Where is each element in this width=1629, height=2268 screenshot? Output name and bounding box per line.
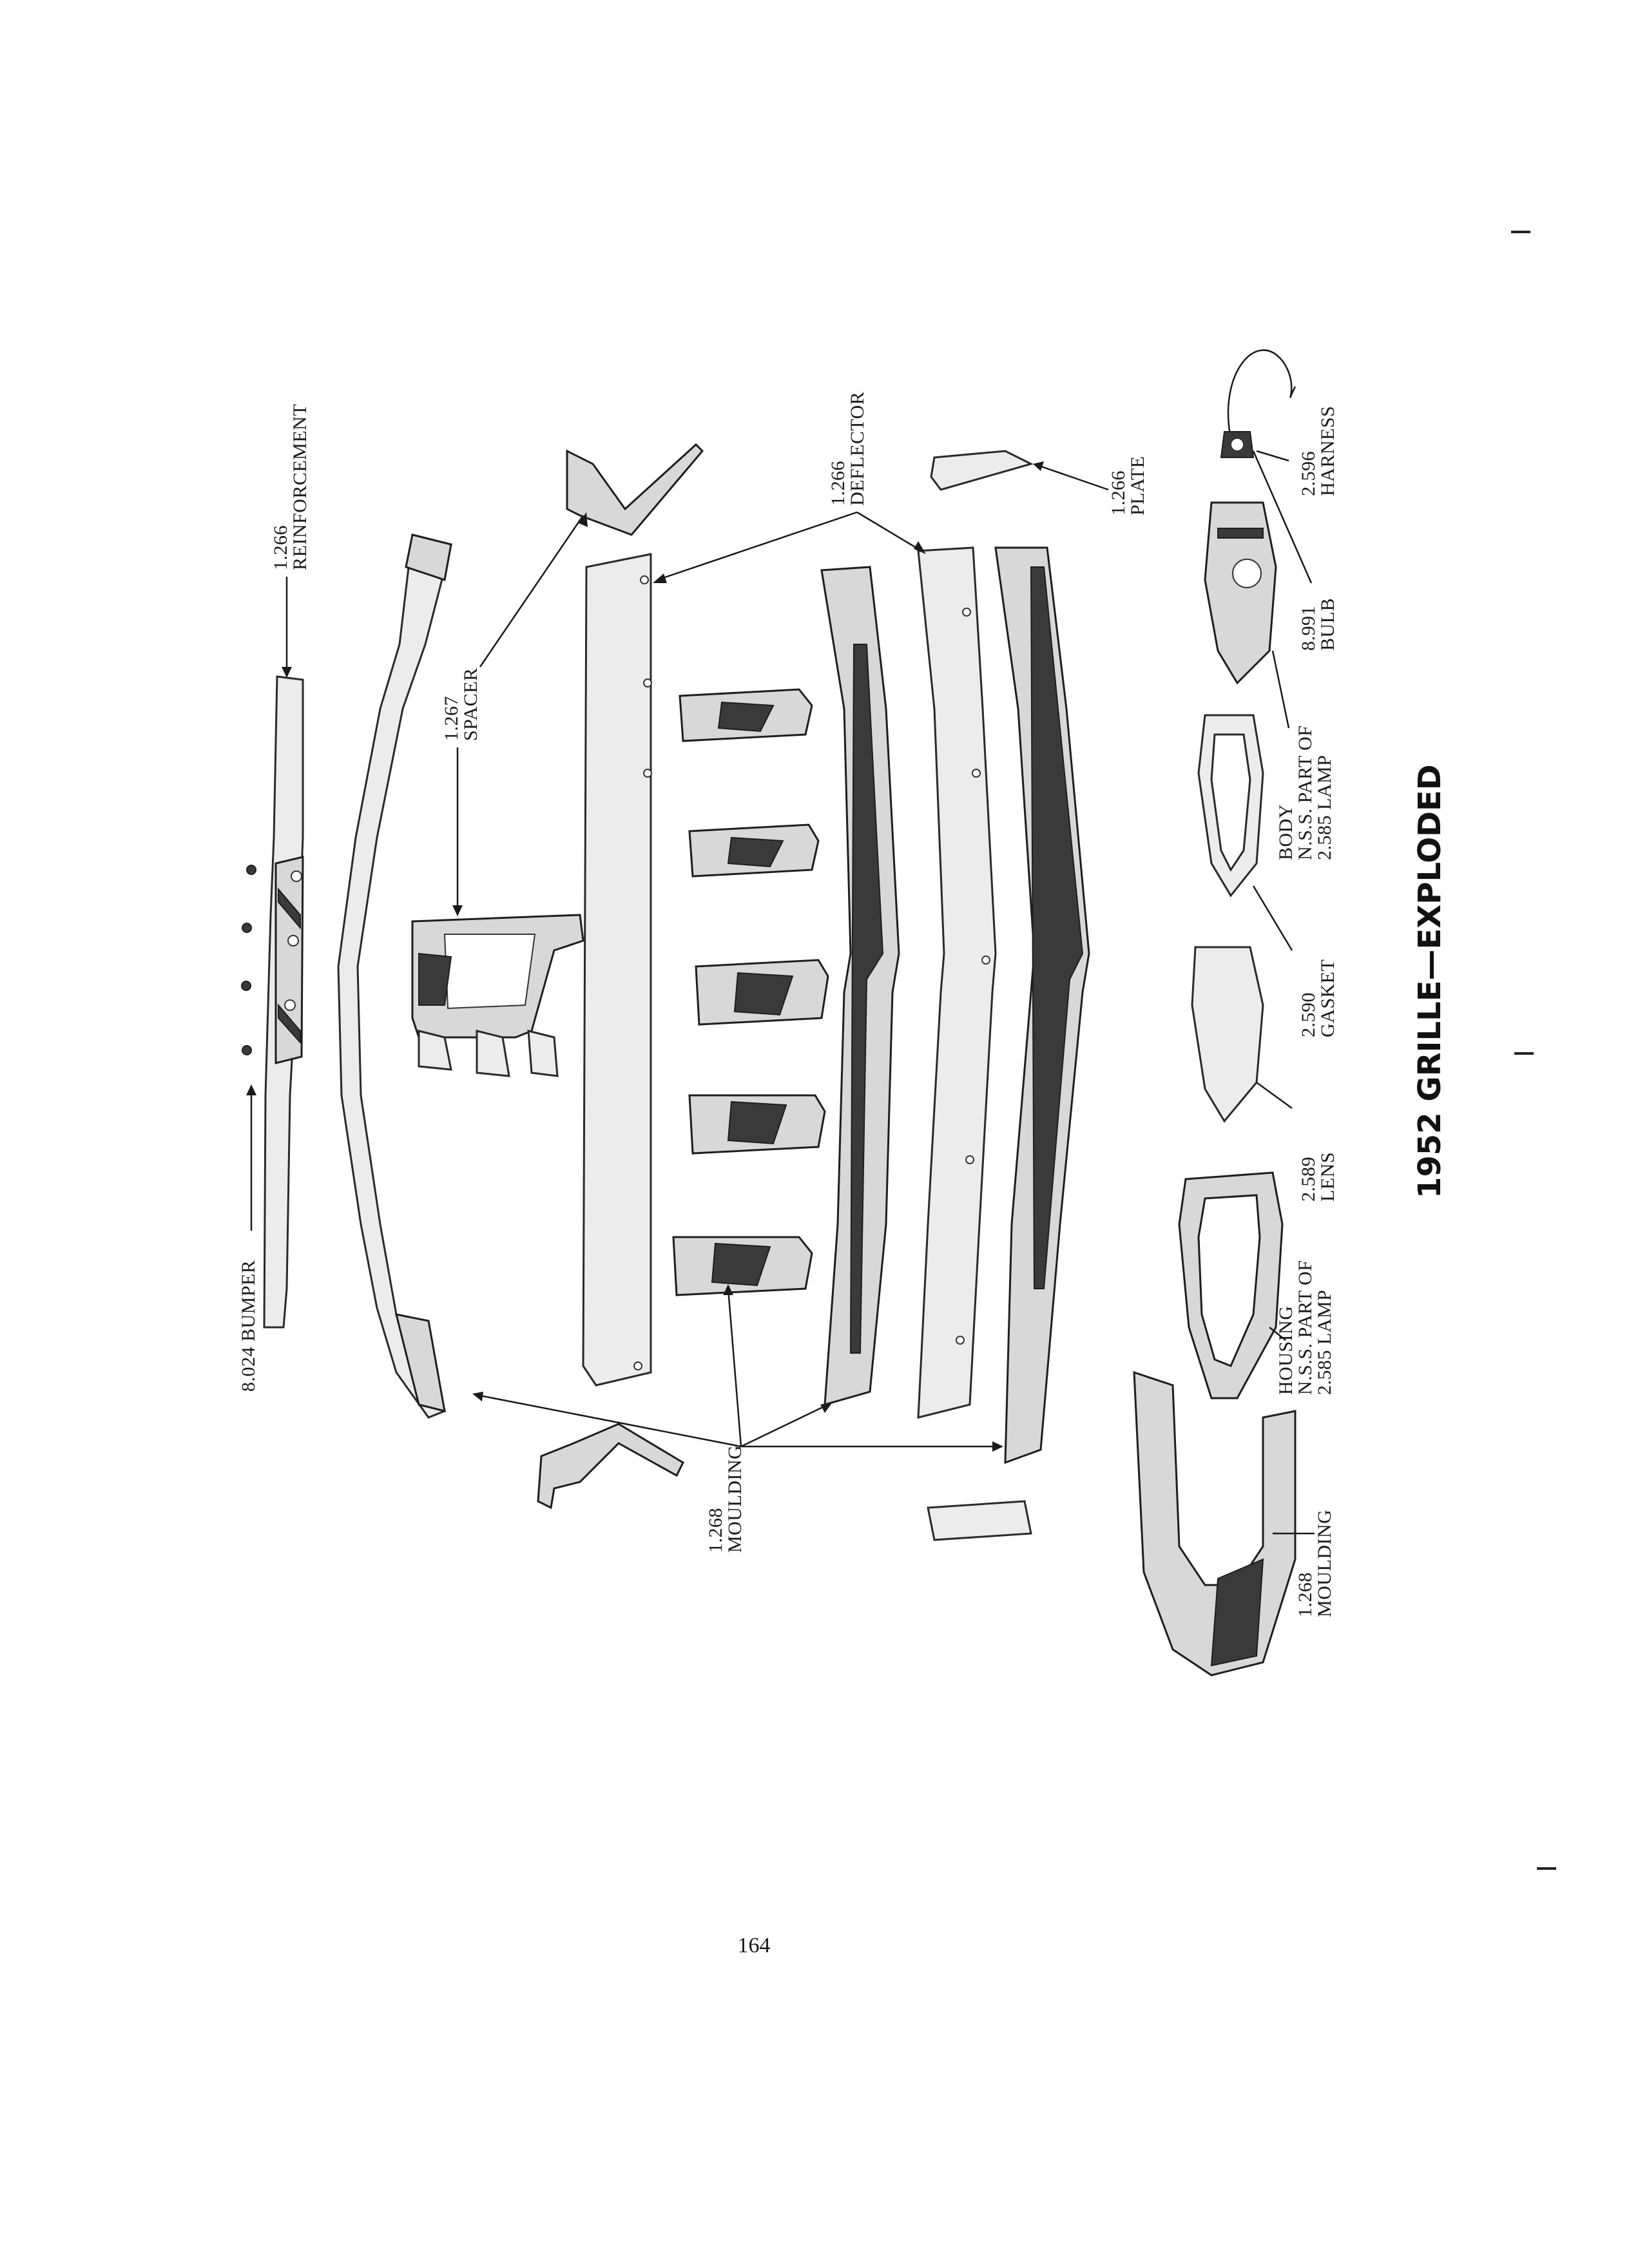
moulding-end-callout: 1.268 MOULDING (1295, 1510, 1335, 1617)
page-title: 1952 GRILLE—EXPLODED (1412, 764, 1448, 1198)
moulding-center-name: MOULDING (724, 1445, 746, 1553)
lens-part (1191, 946, 1264, 1123)
body-line2: N.S.S. PART OF (1295, 726, 1316, 860)
parts-illustration (241, 349, 1296, 1677)
deflector-panel-part (582, 553, 652, 1387)
moulding-end-name: MOULDING (1314, 1510, 1335, 1617)
upper-bracket-part (566, 443, 704, 536)
reinforcement-number: 1.266 (270, 525, 291, 570)
spacer-part (411, 914, 584, 1077)
deflector-callout: 1.266 DEFLECTOR (827, 392, 868, 506)
gasket-number: 2.590 (1298, 992, 1319, 1037)
page-number: 164 (738, 1934, 771, 1957)
lamp-body-part (1204, 501, 1277, 685)
harness-name: HARNESS (1317, 406, 1338, 496)
moulding-brackets-part (672, 688, 829, 1296)
deflector-number: 1.266 (827, 461, 849, 506)
lamp-housing-part (1178, 1171, 1284, 1399)
bumper-callout: 8.024 BUMPER (238, 1260, 259, 1392)
grille-mouldings-part (820, 546, 1090, 1465)
lower-plate-part (927, 1500, 1032, 1541)
gasket-name: GASKET (1317, 959, 1338, 1037)
leader-lines (246, 450, 1315, 1535)
housing-line1: HOUSING (1275, 1306, 1296, 1396)
body-line3: 2.585 LAMP (1314, 755, 1335, 860)
bulb-callout: 8.991 BULB (1298, 598, 1338, 651)
scan-marks (1511, 231, 1556, 1870)
end-moulding-part (1133, 1370, 1296, 1677)
plate-callout: 1.266 PLATE (1108, 456, 1148, 516)
deflector-name: DEFLECTOR (847, 392, 868, 506)
callout-labels: 1.266 REINFORCEMENT 8.024 BUMPER 1.267 S… (238, 392, 1338, 1617)
lens-callout: 2.589 LENS (1298, 1152, 1338, 1202)
spacer-callout: 1.267 SPACER (441, 668, 481, 741)
moulding-end-number: 1.268 (1295, 1572, 1316, 1617)
housing-line2: N.S.S. PART OF (1295, 1260, 1316, 1395)
plate-name: PLATE (1127, 456, 1148, 516)
upper-reinforcement-part (337, 533, 452, 1419)
body-line1: BODY (1275, 804, 1296, 860)
housing-callout: HOUSING N.S.S. PART OF 2.585 LAMP (1275, 1260, 1335, 1395)
harness-part (1220, 349, 1296, 458)
plate-number: 1.266 (1108, 470, 1129, 515)
harness-callout: 2.596 HARNESS (1298, 406, 1338, 496)
moulding-center-callout: 1.268 MOULDING (705, 1445, 746, 1553)
gasket-part (1197, 714, 1264, 898)
lens-number: 2.589 (1298, 1157, 1319, 1202)
lower-bracket-part (537, 1423, 684, 1510)
reinforcement-name: REINFORCEMENT (289, 404, 311, 570)
bumper-label: 8.024 BUMPER (238, 1260, 259, 1392)
body-callout: BODY N.S.S. PART OF 2.585 LAMP (1275, 726, 1335, 860)
bulb-name: BULB (1317, 598, 1338, 651)
spacer-name: SPACER (460, 668, 481, 741)
lens-name: LENS (1317, 1152, 1338, 1202)
harness-number: 2.596 (1298, 451, 1319, 496)
moulding-center-number: 1.268 (705, 1508, 726, 1553)
upper-plate-part (930, 450, 1034, 491)
reinforcement-callout: 1.266 REINFORCEMENT (270, 404, 311, 570)
bumper-part (241, 675, 304, 1329)
gasket-callout: 2.590 GASKET (1298, 959, 1338, 1037)
housing-line3: 2.585 LAMP (1314, 1290, 1335, 1395)
spacer-number: 1.267 (441, 696, 462, 741)
bumper-bolts (241, 865, 256, 1055)
bulb-number: 8.991 (1298, 606, 1319, 651)
